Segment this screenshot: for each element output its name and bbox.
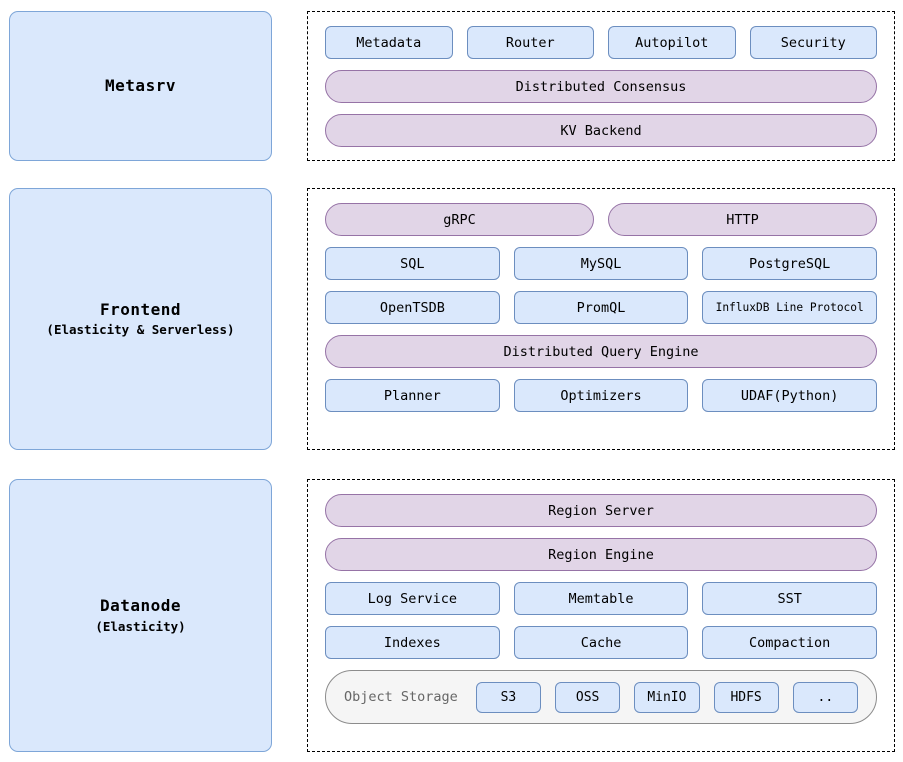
component-chip-memtable[interactable]: Memtable <box>513 582 689 615</box>
node-panel-title: Metasrv <box>105 76 176 96</box>
component-row: Distributed Consensus <box>325 70 877 103</box>
node-panel-subtitle: (Elasticity & Serverless) <box>46 322 235 338</box>
component-row: KV Backend <box>325 114 877 147</box>
component-chip-planner[interactable]: Planner <box>325 379 500 412</box>
node-panel-subtitle: (Elasticity) <box>95 618 186 634</box>
component-pill-http[interactable]: HTTP <box>608 203 877 236</box>
component-row: Distributed Query Engine <box>325 335 877 368</box>
component-row: Indexes Cache Compaction <box>325 626 878 659</box>
component-chip-autopilot[interactable]: Autopilot <box>608 26 736 59</box>
section-metasrv: Metadata Router Autopilot Security Distr… <box>307 11 895 161</box>
storage-chip-minio[interactable]: MinIO <box>634 681 700 713</box>
component-row: Object Storage S3 OSS MinIO HDFS .. <box>325 670 877 724</box>
component-chip-cache[interactable]: Cache <box>513 626 689 659</box>
component-section-column: Metadata Router Autopilot Security Distr… <box>307 0 895 762</box>
component-pill-region-server[interactable]: Region Server <box>325 494 877 527</box>
node-panel-title: Datanode <box>99 596 182 616</box>
component-pill-distributed-query-engine[interactable]: Distributed Query Engine <box>325 335 877 368</box>
component-chip-optimizers[interactable]: Optimizers <box>513 379 689 412</box>
storage-chip-s3[interactable]: S3 <box>475 681 542 713</box>
section-frontend: gRPC HTTP SQL MySQL PostgreSQL OpenTSDB … <box>307 188 895 450</box>
component-chip-security[interactable]: Security <box>749 26 877 59</box>
component-chip-promql[interactable]: PromQL <box>513 291 689 324</box>
component-chip-postgresql[interactable]: PostgreSQL <box>702 247 878 280</box>
component-row: gRPC HTTP <box>325 203 877 236</box>
node-panel-column: Metasrv Frontend (Elasticity & Serverles… <box>9 0 272 762</box>
component-chip-influxdb-line-protocol[interactable]: InfluxDB Line Protocol <box>702 291 878 324</box>
component-chip-mysql[interactable]: MySQL <box>513 247 689 280</box>
object-storage-group: Object Storage S3 OSS MinIO HDFS .. <box>325 670 877 724</box>
component-chip-compaction[interactable]: Compaction <box>702 626 878 659</box>
node-panel-frontend: Frontend (Elasticity & Serverless) <box>9 188 272 450</box>
component-chip-sst[interactable]: SST <box>702 582 878 615</box>
storage-chip-hdfs[interactable]: HDFS <box>713 681 779 713</box>
node-panel-title: Frontend <box>99 299 182 319</box>
storage-chip-more[interactable]: .. <box>792 681 858 713</box>
component-chip-indexes[interactable]: Indexes <box>325 626 500 659</box>
component-chip-metadata[interactable]: Metadata <box>325 26 453 59</box>
storage-chip-oss[interactable]: OSS <box>555 681 621 713</box>
component-row: Metadata Router Autopilot Security <box>325 26 877 59</box>
component-pill-distributed-consensus[interactable]: Distributed Consensus <box>325 70 877 103</box>
component-row: Region Server <box>325 494 877 527</box>
component-pill-kv-backend[interactable]: KV Backend <box>325 114 877 147</box>
component-row: Planner Optimizers UDAF(Python) <box>325 379 878 412</box>
node-panel-datanode: Datanode (Elasticity) <box>9 479 272 752</box>
component-row: Log Service Memtable SST <box>325 582 878 615</box>
object-storage-label: Object Storage <box>344 689 458 705</box>
component-row: OpenTSDB PromQL InfluxDB Line Protocol <box>325 291 878 324</box>
component-chip-opentsdb[interactable]: OpenTSDB <box>325 291 500 324</box>
section-datanode: Region Server Region Engine Log Service … <box>307 479 895 752</box>
component-pill-region-engine[interactable]: Region Engine <box>325 538 877 571</box>
component-row: SQL MySQL PostgreSQL <box>325 247 878 280</box>
node-panel-metasrv: Metasrv <box>9 11 272 161</box>
component-chip-log-service[interactable]: Log Service <box>325 582 500 615</box>
component-chip-udaf-python[interactable]: UDAF(Python) <box>702 379 878 412</box>
component-chip-router[interactable]: Router <box>466 26 594 59</box>
component-row: Region Engine <box>325 538 877 571</box>
component-chip-sql[interactable]: SQL <box>325 247 500 280</box>
component-pill-grpc[interactable]: gRPC <box>325 203 594 236</box>
